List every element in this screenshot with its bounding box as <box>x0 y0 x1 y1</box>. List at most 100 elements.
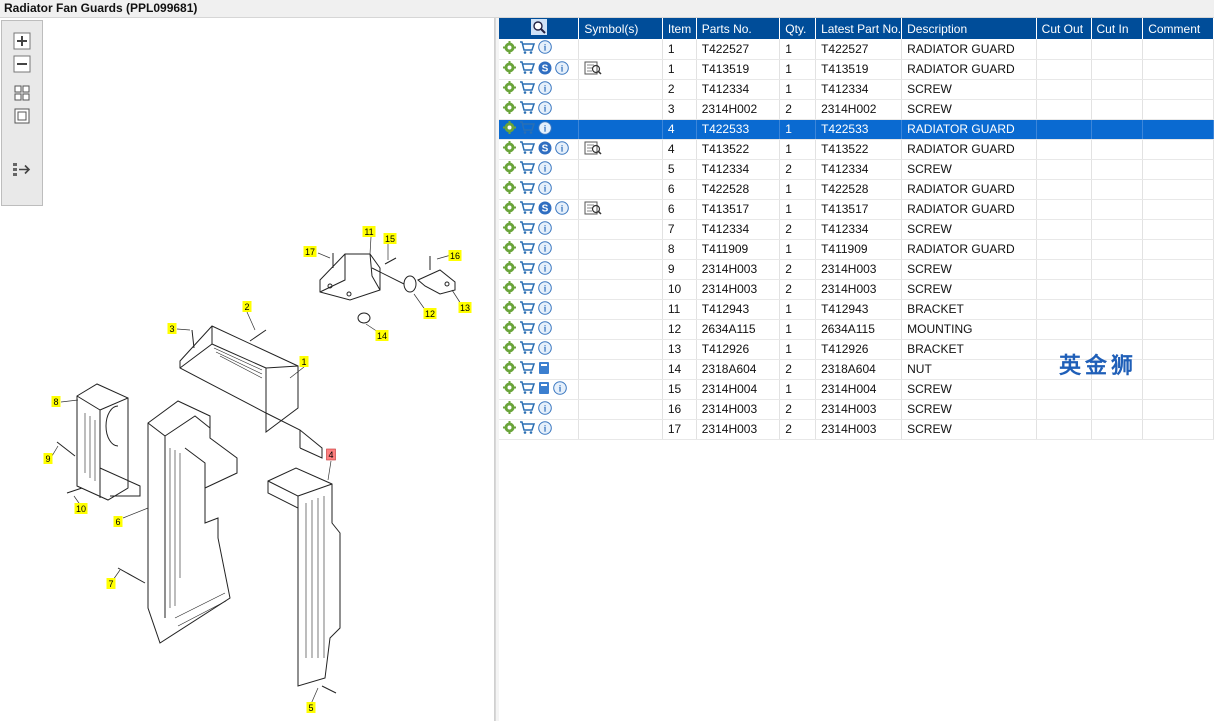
info-icon[interactable]: i <box>538 340 552 358</box>
column-header-comment[interactable]: Comment <box>1142 18 1214 39</box>
cart-icon[interactable] <box>519 201 536 217</box>
supersession-icon[interactable]: S <box>538 141 552 158</box>
callout-4[interactable]: 4 <box>326 448 336 461</box>
parts-gear-icon[interactable] <box>503 241 516 257</box>
column-header-latest-part-no[interactable]: Latest Part No. <box>815 18 903 39</box>
panel-splitter[interactable] <box>495 18 499 721</box>
cart-icon[interactable] <box>519 181 536 197</box>
fit-all-button[interactable] <box>11 83 33 103</box>
cart-icon[interactable] <box>519 61 536 77</box>
callout-17[interactable]: 17 <box>303 246 317 257</box>
callout-5[interactable]: 5 <box>306 702 316 713</box>
document-search-icon[interactable] <box>584 141 602 158</box>
supersession-icon[interactable]: S <box>538 61 552 78</box>
info-icon[interactable]: i <box>538 120 552 138</box>
cart-icon[interactable] <box>519 381 536 397</box>
callout-6[interactable]: 6 <box>113 516 123 527</box>
cart-icon[interactable] <box>519 41 536 57</box>
parts-gear-icon[interactable] <box>503 201 516 217</box>
parts-gear-icon[interactable] <box>503 281 516 297</box>
cart-icon[interactable] <box>519 321 536 337</box>
info-icon[interactable]: i <box>538 260 552 278</box>
cart-icon[interactable] <box>519 161 536 177</box>
parts-gear-icon[interactable] <box>503 101 516 117</box>
parts-gear-icon[interactable] <box>503 181 516 197</box>
info-icon[interactable]: i <box>538 400 552 418</box>
callout-12[interactable]: 12 <box>423 308 437 319</box>
cart-icon[interactable] <box>519 401 536 417</box>
supersession-icon[interactable]: S <box>538 201 552 218</box>
cart-icon[interactable] <box>519 121 536 137</box>
column-header-parts-no[interactable]: Parts No. <box>696 18 781 39</box>
cart-icon[interactable] <box>519 101 536 117</box>
cart-icon[interactable] <box>519 361 536 377</box>
cart-icon[interactable] <box>519 281 536 297</box>
column-header-cut-out[interactable]: Cut Out <box>1036 18 1092 39</box>
parts-gear-icon[interactable] <box>503 381 516 397</box>
callout-15[interactable]: 15 <box>383 233 397 244</box>
info-icon[interactable]: i <box>538 180 552 198</box>
document-search-icon[interactable] <box>584 61 602 78</box>
callout-8[interactable]: 8 <box>51 396 61 407</box>
callout-2[interactable]: 2 <box>242 301 252 312</box>
cart-icon[interactable] <box>519 421 536 437</box>
parts-gear-icon[interactable] <box>503 301 516 317</box>
cart-icon[interactable] <box>519 221 536 237</box>
callout-9[interactable]: 9 <box>43 453 53 464</box>
column-header-cut-in[interactable]: Cut In <box>1091 18 1144 39</box>
parts-gear-icon[interactable] <box>503 161 516 177</box>
info-icon[interactable]: i <box>538 40 552 57</box>
parts-gear-icon[interactable] <box>503 421 516 437</box>
callout-10[interactable]: 10 <box>74 503 88 514</box>
parts-gear-icon[interactable] <box>503 341 516 357</box>
info-icon[interactable]: i <box>538 240 552 258</box>
info-icon[interactable]: i <box>555 60 569 78</box>
parts-gear-icon[interactable] <box>503 321 516 337</box>
cart-icon[interactable] <box>519 81 536 97</box>
info-icon[interactable]: i <box>555 140 569 158</box>
column-header-item[interactable]: Item <box>662 18 697 39</box>
parts-gear-icon[interactable] <box>503 221 516 237</box>
column-header-actions[interactable] <box>499 18 580 39</box>
parts-gear-icon[interactable] <box>503 40 516 57</box>
info-icon[interactable]: i <box>538 300 552 318</box>
parts-gear-icon[interactable] <box>503 121 516 137</box>
book-icon[interactable] <box>538 361 550 378</box>
show-list-button[interactable] <box>11 160 33 180</box>
document-search-icon[interactable] <box>584 201 602 218</box>
info-icon[interactable]: i <box>538 100 552 118</box>
parts-gear-icon[interactable] <box>503 141 516 157</box>
callout-16[interactable]: 16 <box>448 250 462 261</box>
parts-gear-icon[interactable] <box>503 81 516 97</box>
parts-gear-icon[interactable] <box>503 261 516 277</box>
cart-icon[interactable] <box>519 341 536 357</box>
callout-3[interactable]: 3 <box>167 323 177 334</box>
cart-icon[interactable] <box>519 241 536 257</box>
info-icon[interactable]: i <box>538 80 552 98</box>
parts-gear-icon[interactable] <box>503 361 516 377</box>
actual-size-button[interactable] <box>11 106 33 126</box>
parts-gear-icon[interactable] <box>503 401 516 417</box>
callout-14[interactable]: 14 <box>375 330 389 341</box>
info-icon[interactable]: i <box>538 160 552 178</box>
callout-7[interactable]: 7 <box>106 578 116 589</box>
column-header-qty[interactable]: Qty. <box>779 18 817 39</box>
info-icon[interactable]: i <box>538 320 552 338</box>
